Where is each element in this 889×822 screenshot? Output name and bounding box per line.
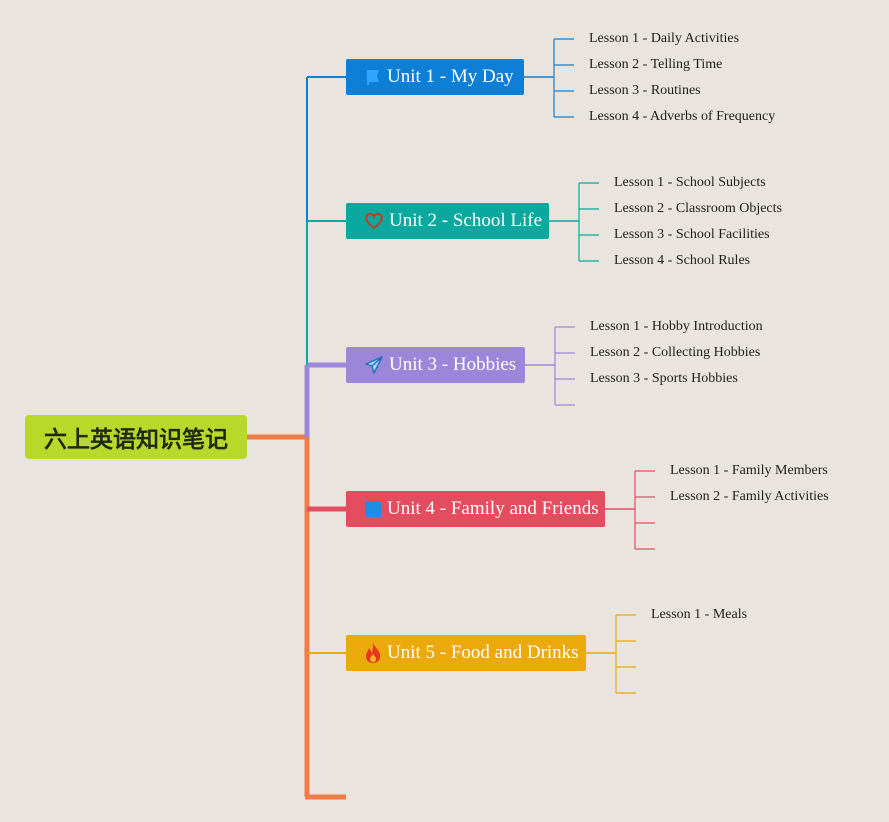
unit-2-lesson-3[interactable]: Lesson 3 - School Facilities (614, 227, 770, 242)
unit-3-lesson-3[interactable]: Lesson 3 - Sports Hobbies (590, 371, 738, 386)
unit-4-node[interactable]: Unit 4 - Family and Friends (346, 491, 605, 527)
unit-3-lesson-1[interactable]: Lesson 1 - Hobby Introduction (590, 319, 763, 334)
fire-icon (364, 643, 382, 663)
unit-5-lesson-1[interactable]: Lesson 1 - Meals (651, 607, 748, 622)
unit-2-lesson-4[interactable]: Lesson 4 - School Rules (614, 253, 751, 268)
unit-5-node[interactable]: Unit 5 - Food and Drinks (346, 635, 586, 671)
unit-2-lesson-2[interactable]: Lesson 2 - Classroom Objects (614, 201, 782, 216)
heart-icon (364, 211, 384, 231)
unit-1-lesson-1[interactable]: Lesson 1 - Daily Activities (589, 31, 740, 46)
unit-2-title: Unit 2 - School Life (389, 210, 543, 231)
unit-3-node[interactable]: Unit 3 - Hobbies (346, 347, 525, 383)
paper-plane-icon (364, 355, 384, 375)
root-topic[interactable]: 六上英语知识笔记 (25, 415, 247, 459)
root-title: 六上英语知识笔记 (44, 427, 228, 453)
unit-1-title: Unit 1 - My Day (387, 66, 514, 87)
blue-square-icon (364, 499, 382, 519)
unit-3-lesson-2[interactable]: Lesson 2 - Collecting Hobbies (590, 345, 761, 360)
unit-4-lesson-2[interactable]: Lesson 2 - Family Activities (670, 489, 829, 504)
unit-3-title: Unit 3 - Hobbies (389, 354, 517, 375)
unit-1-lesson-3[interactable]: Lesson 3 - Routines (589, 83, 701, 98)
unit-2-node[interactable]: Unit 2 - School Life (346, 203, 549, 239)
unit-1-lesson-4[interactable]: Lesson 4 - Adverbs of Frequency (589, 109, 776, 124)
unit-2-lesson-1[interactable]: Lesson 1 - School Subjects (614, 175, 766, 190)
unit-4-title: Unit 4 - Family and Friends (387, 498, 599, 519)
unit-1-node[interactable]: Unit 1 - My Day (346, 59, 524, 95)
unit-5-title: Unit 5 - Food and Drinks (387, 642, 579, 663)
unit-1-lesson-2[interactable]: Lesson 2 - Telling Time (589, 57, 723, 72)
flag-icon (364, 67, 382, 87)
unit-4-lesson-1[interactable]: Lesson 1 - Family Members (670, 463, 828, 478)
